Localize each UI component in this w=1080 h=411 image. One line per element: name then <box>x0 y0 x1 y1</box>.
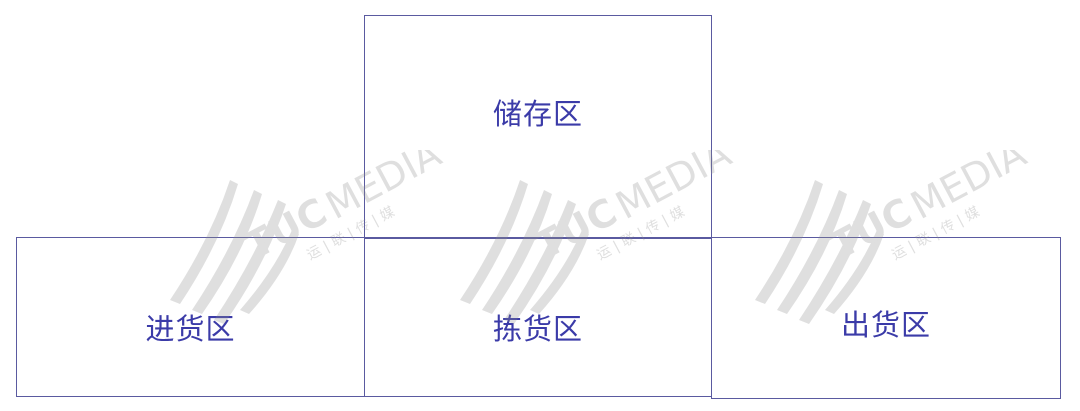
svg-text:MEDIA: MEDIA <box>904 150 1033 228</box>
storage-zone: 储存区 <box>364 15 712 239</box>
shipping-zone: 出货区 <box>711 237 1061 399</box>
picking-zone: 拣货区 <box>364 237 712 397</box>
picking-zone-label: 拣货区 <box>492 312 583 346</box>
storage-zone-label: 储存区 <box>492 97 583 131</box>
receiving-zone-label: 进货区 <box>145 312 236 346</box>
shipping-zone-label: 出货区 <box>840 308 931 342</box>
receiving-zone: 进货区 <box>16 237 365 397</box>
